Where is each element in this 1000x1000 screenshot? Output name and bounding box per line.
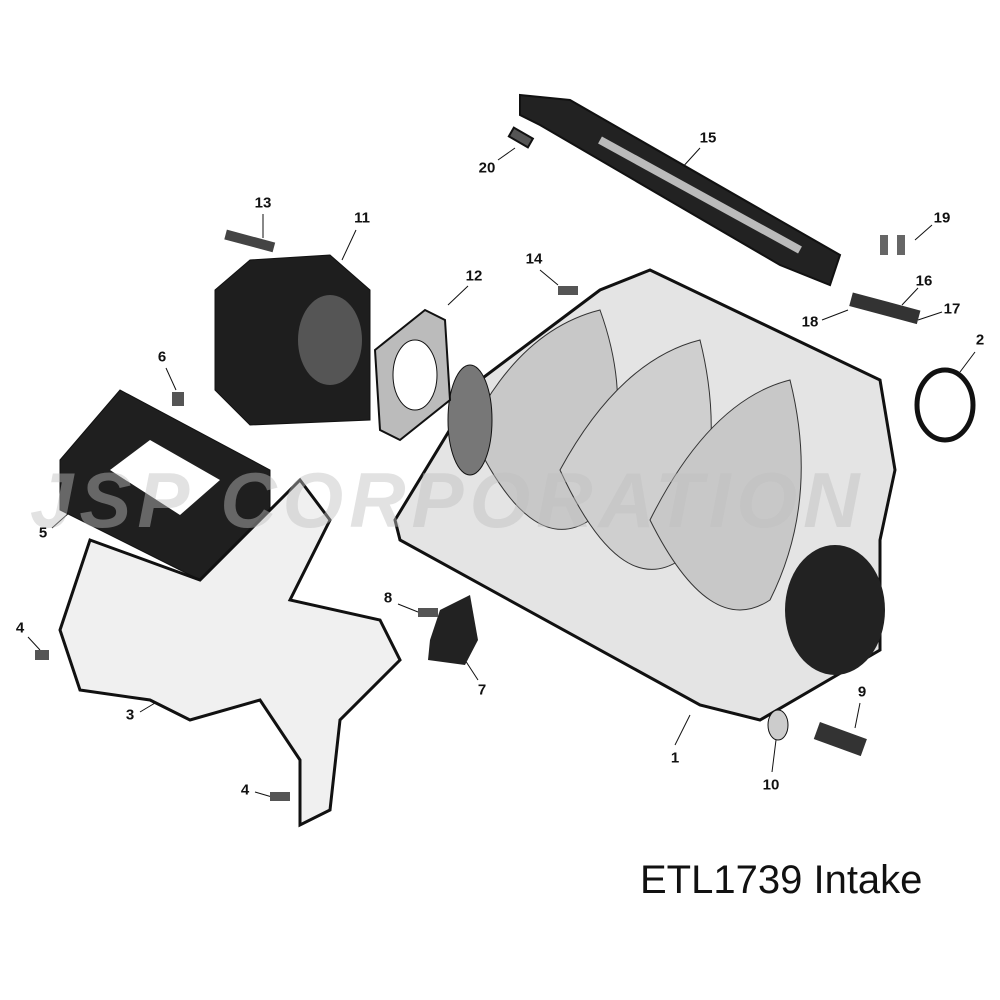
- callout-13: 13: [254, 194, 272, 212]
- clip: [897, 235, 905, 255]
- callout-12: 12: [465, 267, 483, 285]
- bolts: [35, 286, 578, 801]
- callout-15: 15: [699, 129, 717, 147]
- o-ring: [914, 367, 976, 443]
- callout-11: 11: [354, 209, 370, 227]
- clip: [880, 235, 888, 255]
- callout-5: 5: [38, 524, 48, 542]
- callout-9: 9: [857, 683, 867, 701]
- callout-4b: 4: [240, 781, 250, 799]
- callout-1: 1: [670, 749, 680, 767]
- watermark: JSP CORPORATION: [30, 456, 866, 544]
- callout-20: 20: [478, 159, 496, 177]
- ecu-module: [59, 389, 271, 581]
- callout-8: 8: [383, 589, 393, 607]
- diagram-caption: ETL1739 Intake: [640, 858, 923, 902]
- injector: [849, 292, 921, 325]
- callout-7: 7: [477, 681, 487, 699]
- callout-19: 19: [933, 209, 951, 227]
- mounting-bracket: [58, 477, 402, 828]
- callout-4: 4: [15, 619, 25, 637]
- intake-manifold: [393, 268, 897, 722]
- callout-16: 16: [915, 272, 933, 290]
- sensor: [428, 595, 478, 665]
- callout-3: 3: [125, 706, 135, 724]
- callout-18: 18: [801, 313, 819, 331]
- fuel-rail: [507, 93, 842, 287]
- callout-14: 14: [525, 250, 543, 268]
- callout-6: 6: [157, 348, 167, 366]
- callout-17: 17: [943, 300, 961, 318]
- callout-2: 2: [975, 331, 985, 349]
- washer: [767, 709, 789, 741]
- callout-10: 10: [762, 776, 780, 794]
- throttle-body: [214, 229, 371, 426]
- temp-sensor: [813, 722, 867, 757]
- gasket-hole: [392, 339, 438, 411]
